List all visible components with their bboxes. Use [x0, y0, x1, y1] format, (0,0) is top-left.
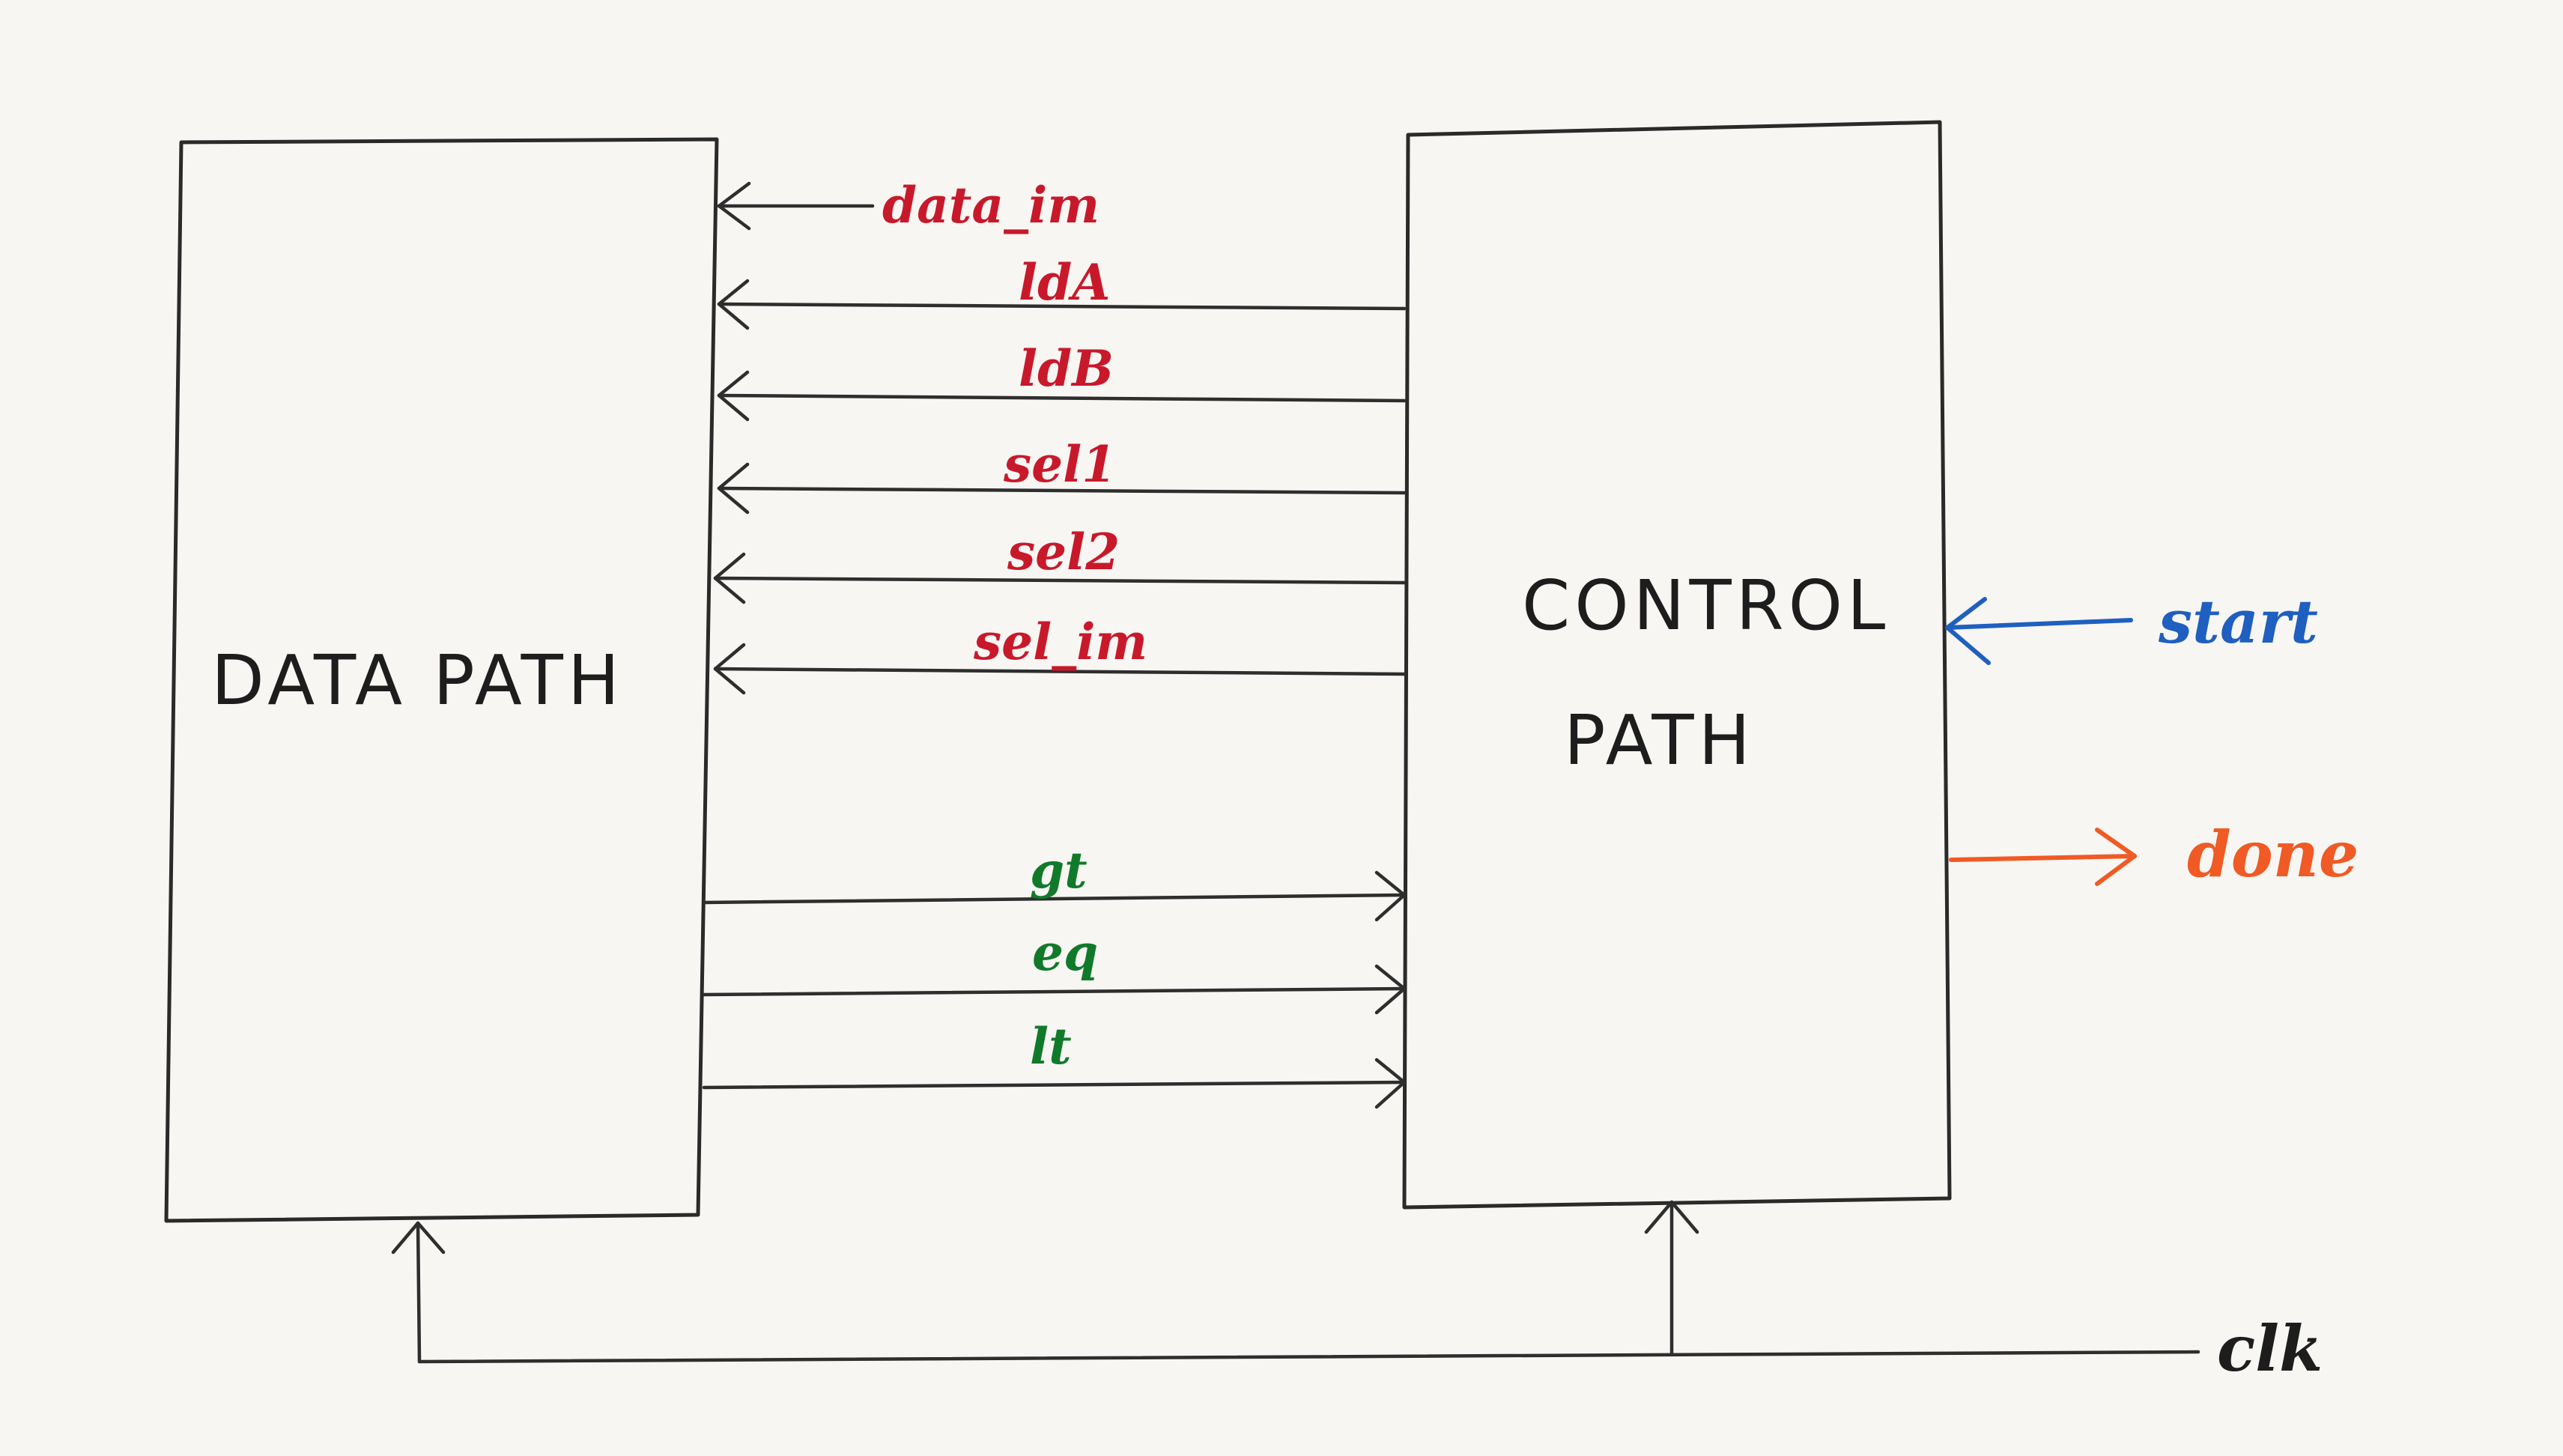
clk-label: clk — [2217, 1311, 2323, 1386]
sel-im-label: sel_im — [973, 613, 1147, 671]
lda-signal: ldA — [717, 253, 1407, 330]
sel-im-signal: sel_im — [713, 613, 1407, 695]
gt-signal: gt — [702, 841, 1407, 922]
gt-label: gt — [1030, 841, 1088, 900]
data-im-label: data_im — [882, 176, 1099, 234]
ldb-signal: ldB — [717, 339, 1407, 422]
start-signal: start — [1945, 586, 2318, 665]
control-path-label-line1: CONTROL — [1522, 565, 1890, 646]
sel2-signal: sel2 — [713, 523, 1407, 604]
data-path-label: DATA PATH — [211, 640, 624, 721]
done-signal: done — [1949, 817, 2359, 891]
eq-signal: eq — [702, 923, 1407, 1015]
lt-signal: lt — [702, 1017, 1407, 1109]
ldb-label: ldB — [1019, 339, 1114, 398]
done-label: done — [2187, 817, 2359, 891]
sel1-signal: sel1 — [717, 435, 1407, 515]
sel2-label: sel2 — [1007, 523, 1120, 581]
start-label: start — [2158, 586, 2318, 657]
lda-label: ldA — [1019, 253, 1110, 312]
lt-label: lt — [1030, 1017, 1072, 1076]
data-path-block: DATA PATH — [164, 137, 719, 1223]
data-im-signal: data_im — [717, 176, 1099, 234]
eq-label: eq — [1032, 923, 1098, 982]
clk-signal: clk — [391, 1200, 2323, 1386]
control-path-label-line2: PATH — [1564, 700, 1755, 780]
control-path-block: CONTROL PATH — [1402, 120, 1952, 1210]
sel1-label: sel1 — [1003, 435, 1116, 494]
